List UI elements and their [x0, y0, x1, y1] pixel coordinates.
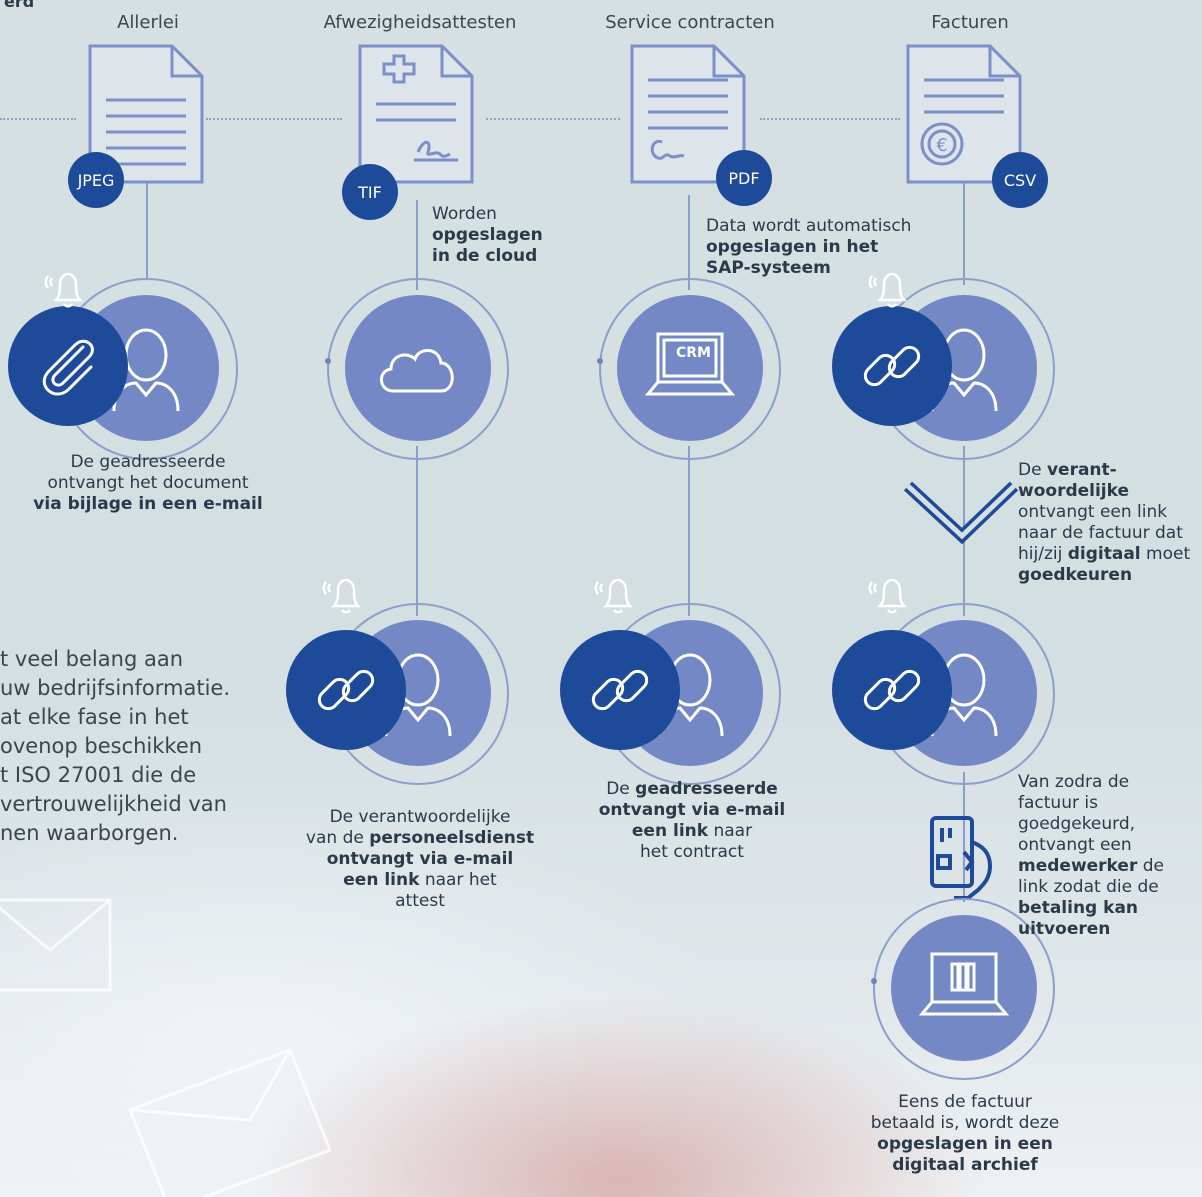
dotted-connector [206, 118, 342, 120]
dotted-connector [0, 118, 76, 120]
cloud-icon [380, 349, 454, 393]
contract-caption: De geadresseerde ontvangt via e-mail een… [598, 779, 786, 862]
bell-notification-icon [868, 578, 908, 614]
format-badge-tif: TIF [342, 164, 398, 220]
flow-line [416, 200, 418, 290]
chain-link-icon [863, 345, 921, 387]
bell-notification-icon [322, 578, 362, 614]
checkmark-icon [903, 481, 1019, 545]
svg-text:€: € [936, 135, 947, 156]
format-badge-pdf: PDF [716, 150, 772, 206]
dotted-connector [486, 118, 620, 120]
flow-line [963, 180, 965, 285]
dotted-connector [760, 118, 900, 120]
link-circle [286, 630, 406, 750]
flow-line [688, 446, 690, 616]
flow-line [688, 195, 690, 290]
cloud-storage-circle [345, 295, 491, 441]
format-badge-jpeg: JPEG [68, 152, 124, 208]
flow-line [416, 446, 418, 616]
archive-circle [891, 915, 1037, 1061]
flow-line [963, 772, 965, 902]
column-title-allerlei: Allerlei [117, 12, 179, 33]
column-title-afwezigheidsattesten: Afwezigheidsattesten [323, 12, 517, 33]
invoice-document-icon: € [906, 44, 1022, 184]
chain-link-icon [863, 669, 921, 711]
crm-label: CRM [676, 345, 711, 361]
contract-document-icon [630, 44, 746, 184]
crm-system-circle [617, 295, 763, 441]
bell-notification-icon [594, 578, 634, 614]
chain-link-icon [591, 669, 649, 711]
top-left-fragment: erd [4, 0, 35, 11]
format-badge-csv: CSV [992, 152, 1048, 208]
credit-card-hand-icon [930, 816, 993, 900]
laptop-archive-icon [918, 952, 1010, 1016]
bell-notification-icon [868, 272, 908, 308]
bell-notification-icon [44, 272, 84, 308]
column-title-service-contracten: Service contracten [605, 12, 775, 33]
hr-caption: De verantwoordelijke van de personeelsdi… [305, 807, 535, 911]
medical-document-icon [358, 44, 474, 184]
link-circle [560, 630, 680, 750]
link-circle [832, 630, 952, 750]
link-circle [832, 306, 952, 426]
flow-line [146, 180, 148, 280]
laptop-icon [644, 332, 736, 396]
envelope-background-icon [0, 898, 332, 1197]
approval-caption: De verant- woordelijke ontvangt een link… [1018, 460, 1191, 585]
attachment-circle [8, 306, 128, 426]
chain-link-icon [317, 669, 375, 711]
column-title-facturen: Facturen [931, 12, 1009, 33]
paperclip-icon [42, 339, 94, 396]
document-icon [88, 44, 204, 184]
